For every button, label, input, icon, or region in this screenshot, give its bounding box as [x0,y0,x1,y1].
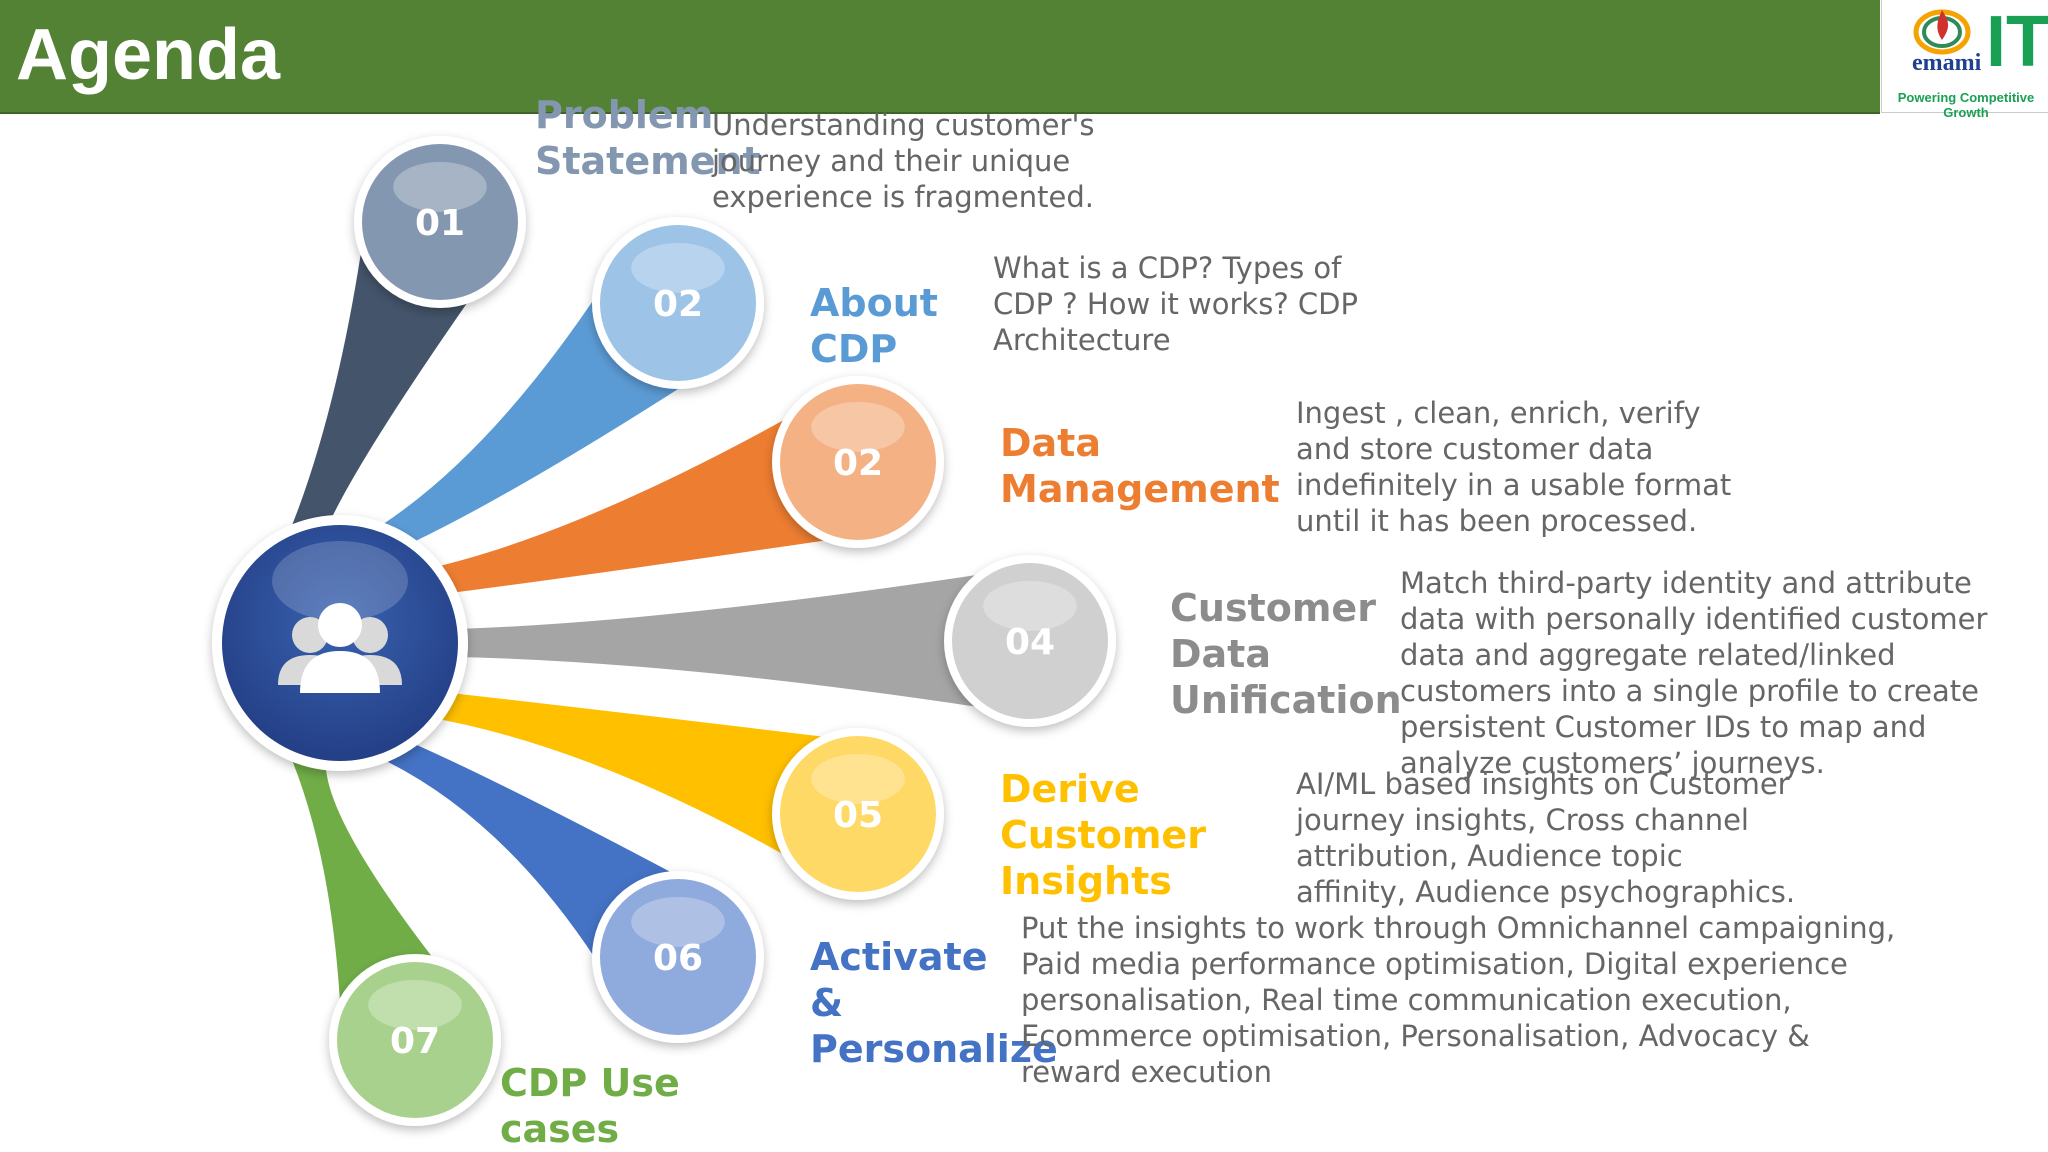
ribbon-3 [426,392,883,594]
item-description: Put the insights to work through Omnicha… [1021,911,1896,1089]
item-label: Data Management [1000,421,1280,511]
item-description: Match third-party identity and attribute… [1400,566,1988,780]
item-description: Ingest , clean, enrich, verify and store… [1296,396,1732,538]
ribbon-4 [453,566,1031,716]
item-number: 02 [833,443,883,484]
agenda-circle-3: 02 [772,376,944,548]
logo-brand: emami [1912,50,1982,76]
header-bar: Agenda [0,0,1880,114]
flame-icon [1913,9,1971,55]
item-label: About CDP [810,281,938,371]
item-label: Activate & Personalize [810,935,1058,1071]
item-description: AI/ML based insights on Customer journey… [1296,767,1796,909]
agenda-circle-6: 06 [592,871,764,1043]
item-number: 05 [833,795,883,836]
agenda-circle-4: 04 [944,555,1116,727]
agenda-circle-1: 01 [354,136,526,308]
agenda-circle-5: 05 [772,728,944,900]
item-label: Customer Data Unification [1170,586,1402,722]
logo-suffix: IT [1986,2,2048,82]
item-number: 07 [390,1021,440,1062]
company-logo: emami IT Powering Competitive Growth [1881,0,2048,120]
agenda-circle-2: 02 [592,217,764,389]
logo-tagline: Powering Competitive Growth [1897,90,2035,120]
agenda-circle-7: 07 [329,954,501,1126]
page-title: Agenda [16,15,281,95]
item-description: What is a CDP? Types of CDP ? How it wor… [993,251,1358,357]
item-description: Understanding customer's journey and the… [712,108,1095,214]
item-label: Problem Statement [535,93,761,183]
item-number: 06 [653,938,703,979]
item-number: 01 [415,203,465,244]
item-number: 04 [1005,622,1055,663]
item-label: CDP Use cases [500,1061,680,1151]
item-label: Derive Customer Insights [1000,767,1206,903]
item-number: 02 [653,284,703,325]
ribbon-5 [426,692,882,885]
users-icon [278,603,402,693]
